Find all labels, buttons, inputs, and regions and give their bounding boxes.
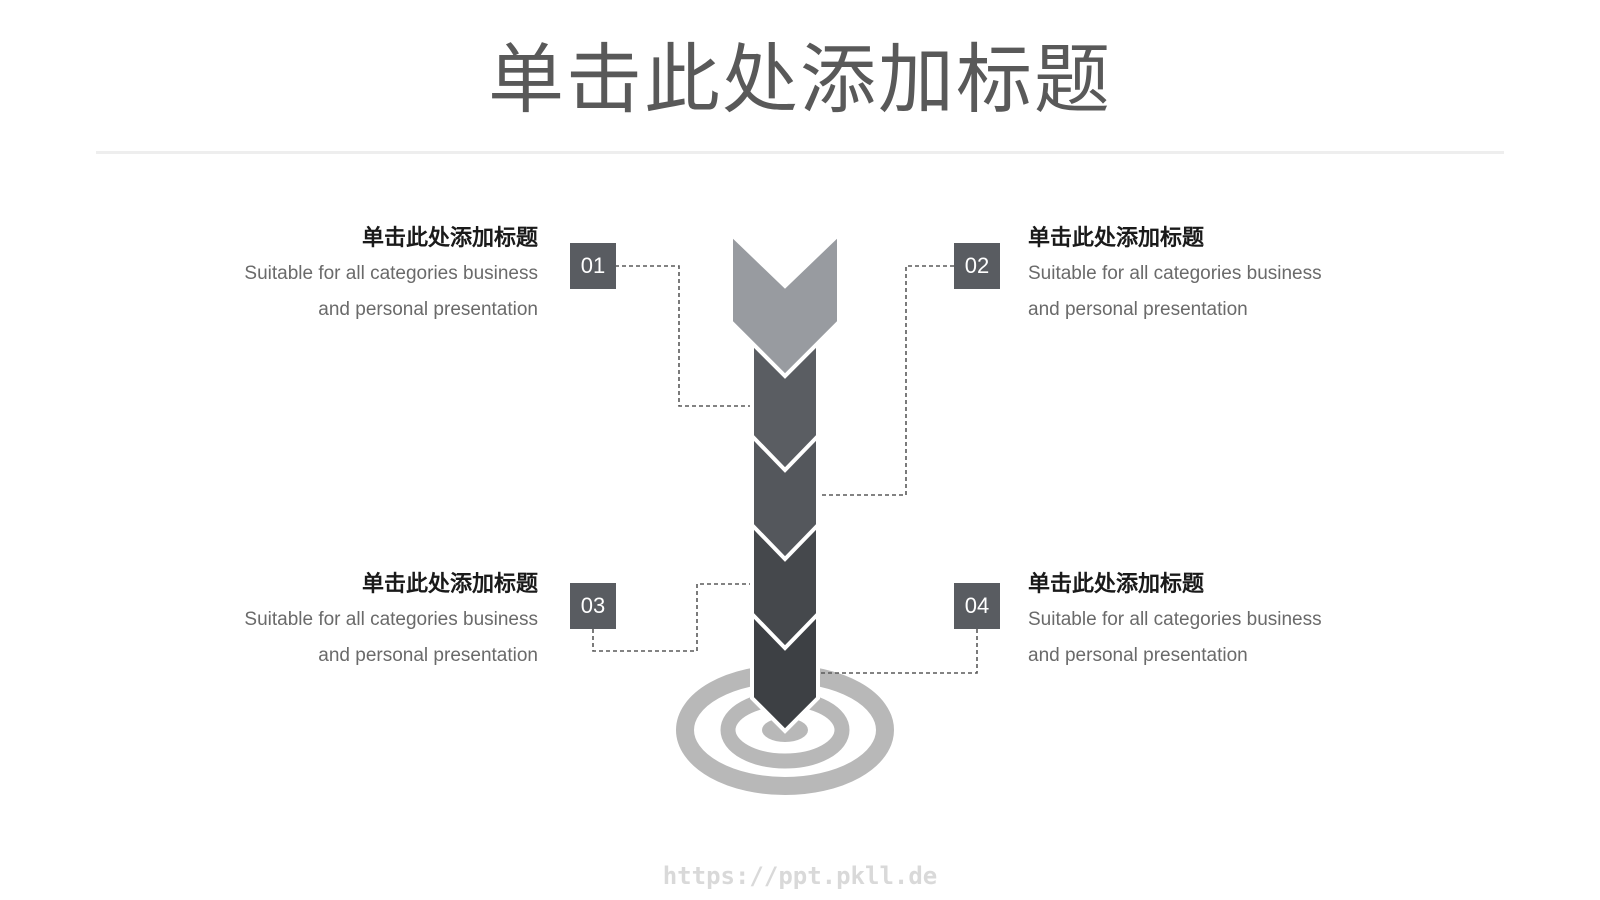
connector-02 [818,265,954,496]
item-body-line1: Suitable for all categories business [1028,263,1322,284]
item-body-line1: Suitable for all categories business [244,263,538,284]
item-block-03: 单击此处添加标题 Suitable for all categories bus… [208,570,538,674]
connector-03 [592,583,752,652]
page-title: 单击此处添加标题 [488,35,1112,124]
connector-04 [818,629,978,674]
item-heading: 单击此处添加标题 [1028,572,1205,597]
badge-03: 03 [570,583,616,629]
badge-01: 01 [570,243,616,289]
badge-04: 04 [954,583,1000,629]
item-block-04: 单击此处添加标题 Suitable for all categories bus… [1028,570,1358,674]
item-body-line2: and personal presentation [318,645,538,666]
item-heading: 单击此处添加标题 [361,572,538,597]
badge-02: 02 [954,243,1000,289]
item-body-line1: Suitable for all categories business [1028,609,1322,630]
item-body-line2: and personal presentation [1028,645,1248,666]
title-divider [96,151,1504,154]
item-block-01: 单击此处添加标题 Suitable for all categories bus… [208,224,538,328]
item-body-line1: Suitable for all categories business [244,609,538,630]
watermark-url: https://ppt.pkll.de [662,862,938,890]
item-block-02: 单击此处添加标题 Suitable for all categories bus… [1028,224,1358,328]
item-body-line2: and personal presentation [1028,299,1248,320]
arrow-head [729,229,841,379]
item-heading: 单击此处添加标题 [361,226,538,251]
connector-01 [615,265,752,407]
item-body-line2: and personal presentation [318,299,538,320]
item-heading: 单击此处添加标题 [1028,226,1205,251]
